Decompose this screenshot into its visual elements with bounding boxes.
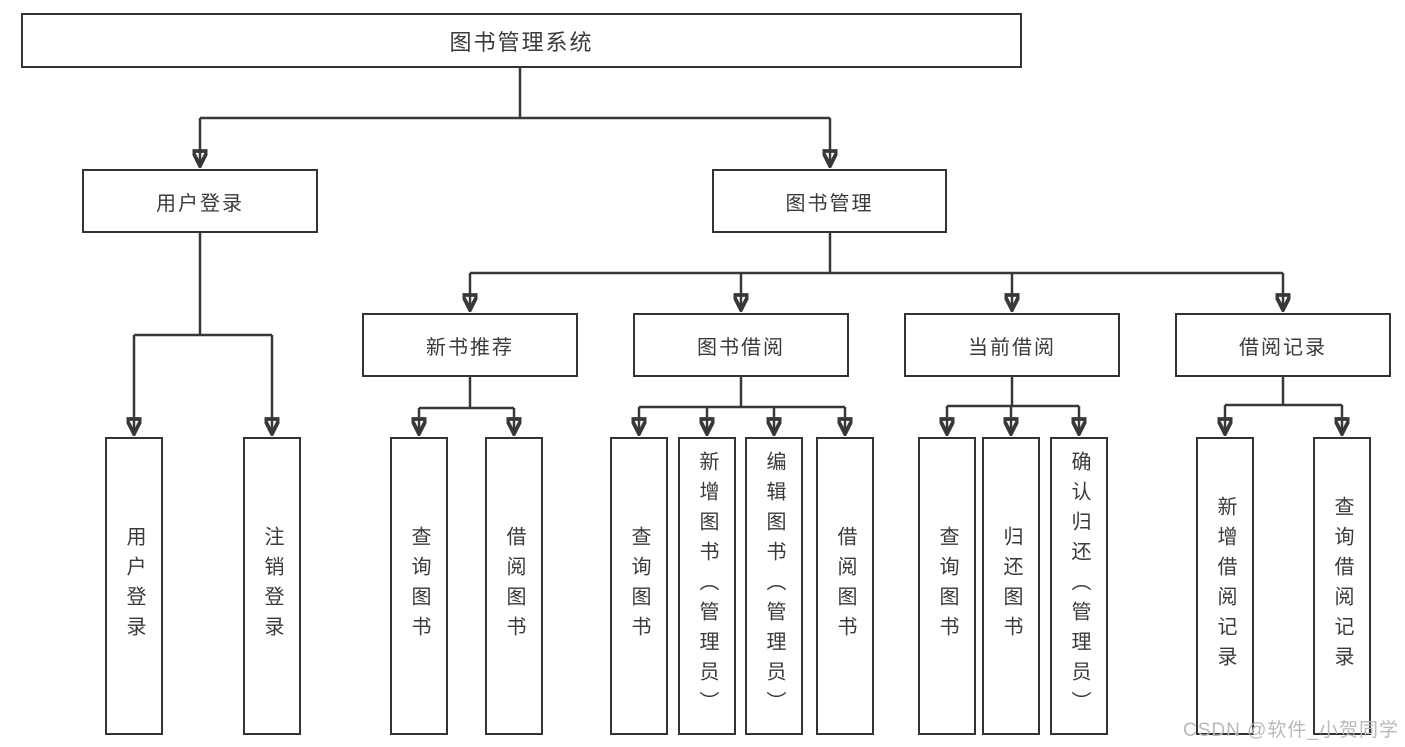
node-leaf-add-borrow-record: 新增借阅记录 (1196, 437, 1254, 735)
connector-new-book-group (419, 377, 514, 434)
node-leaf-add-book-admin: 新增图书（管理员） (678, 437, 736, 735)
node-book-management: 图书管理 (712, 169, 947, 233)
node-leaf-query-borrow-record: 查询借阅记录 (1313, 437, 1371, 735)
node-book-borrowing: 图书借阅 (633, 313, 849, 377)
node-leaf-user-login: 用户登录 (105, 437, 163, 735)
connector-book-mgmt-to-level3 (470, 233, 1283, 310)
node-leaf-confirm-return-admin: 确认归还（管理员） (1050, 437, 1108, 735)
connector-book-borrow-group (639, 377, 845, 434)
node-leaf-query-books-current: 查询图书 (918, 437, 976, 735)
connector-root-to-level2 (200, 68, 830, 166)
node-borrowing-records: 借阅记录 (1175, 313, 1391, 377)
node-current-borrowing: 当前借阅 (904, 313, 1120, 377)
node-new-book-recommend: 新书推荐 (362, 313, 578, 377)
connector-current-borrow-group (947, 377, 1079, 434)
node-leaf-logout: 注销登录 (243, 437, 301, 735)
node-leaf-query-books-borrow: 查询图书 (610, 437, 668, 735)
node-library-management-system: 图书管理系统 (21, 13, 1022, 68)
node-leaf-edit-book-admin: 编辑图书（管理员） (745, 437, 803, 735)
connector-user-login-group (134, 233, 272, 434)
node-leaf-borrow-books-recommend: 借阅图书 (485, 437, 543, 735)
node-leaf-query-books-recommend: 查询图书 (390, 437, 448, 735)
csdn-watermark: CSDN @软件_小贺同学 (1183, 720, 1399, 741)
node-user-login: 用户登录 (82, 169, 318, 233)
connector-borrow-record-group (1225, 377, 1342, 434)
node-leaf-borrow-books: 借阅图书 (816, 437, 874, 735)
node-leaf-return-books: 归还图书 (982, 437, 1040, 735)
